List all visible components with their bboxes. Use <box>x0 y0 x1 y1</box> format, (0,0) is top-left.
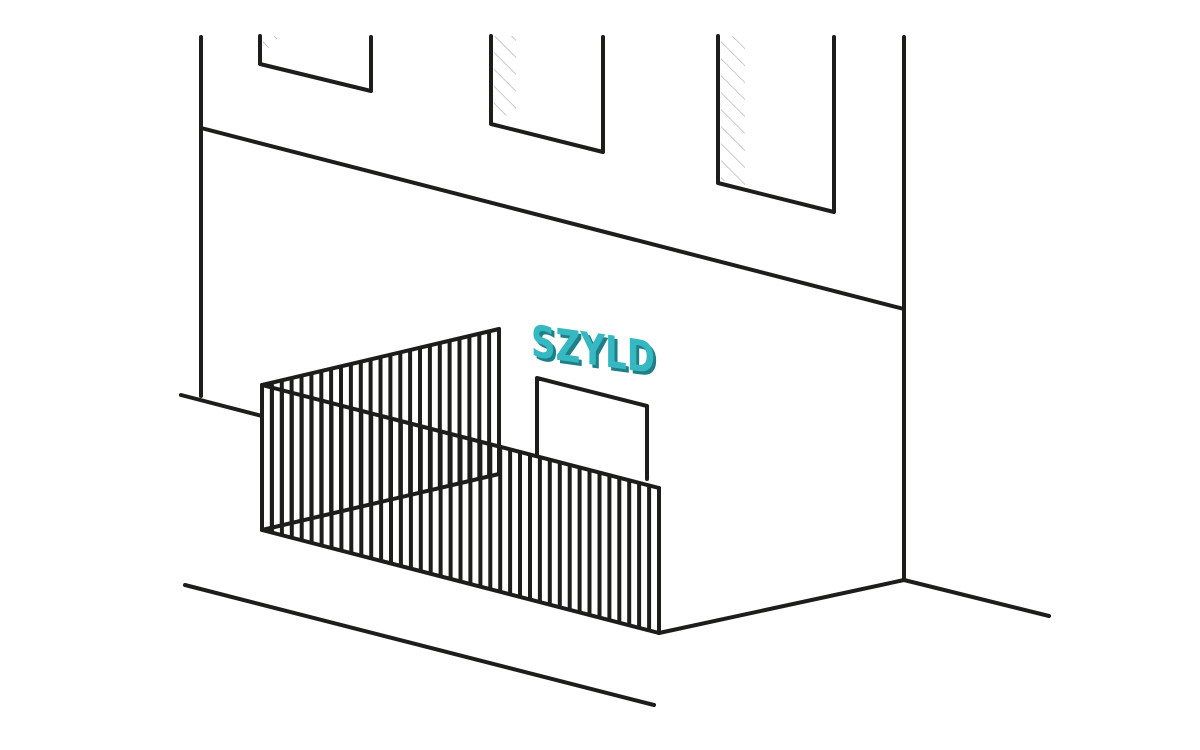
building-base-line <box>657 578 1051 635</box>
shop-sign-text: SZYLD <box>531 316 655 384</box>
floor-divider-line <box>199 126 906 311</box>
curb-line <box>183 583 656 707</box>
upper-window-left <box>258 34 373 93</box>
shop-sign: SZYLD SZYLD <box>531 316 658 388</box>
window-reflection-right <box>721 36 745 186</box>
window-reflection-left <box>263 36 280 54</box>
window-reflection-middle <box>494 36 516 118</box>
upper-window-right <box>716 34 836 214</box>
railing-front-bars <box>269 387 652 631</box>
sidewalk-back-line <box>179 393 264 418</box>
building <box>199 34 906 582</box>
shop-door <box>535 376 649 481</box>
railing <box>260 327 661 635</box>
ground <box>179 393 1051 707</box>
upper-window-middle <box>489 34 605 154</box>
window-reflections <box>263 36 745 186</box>
